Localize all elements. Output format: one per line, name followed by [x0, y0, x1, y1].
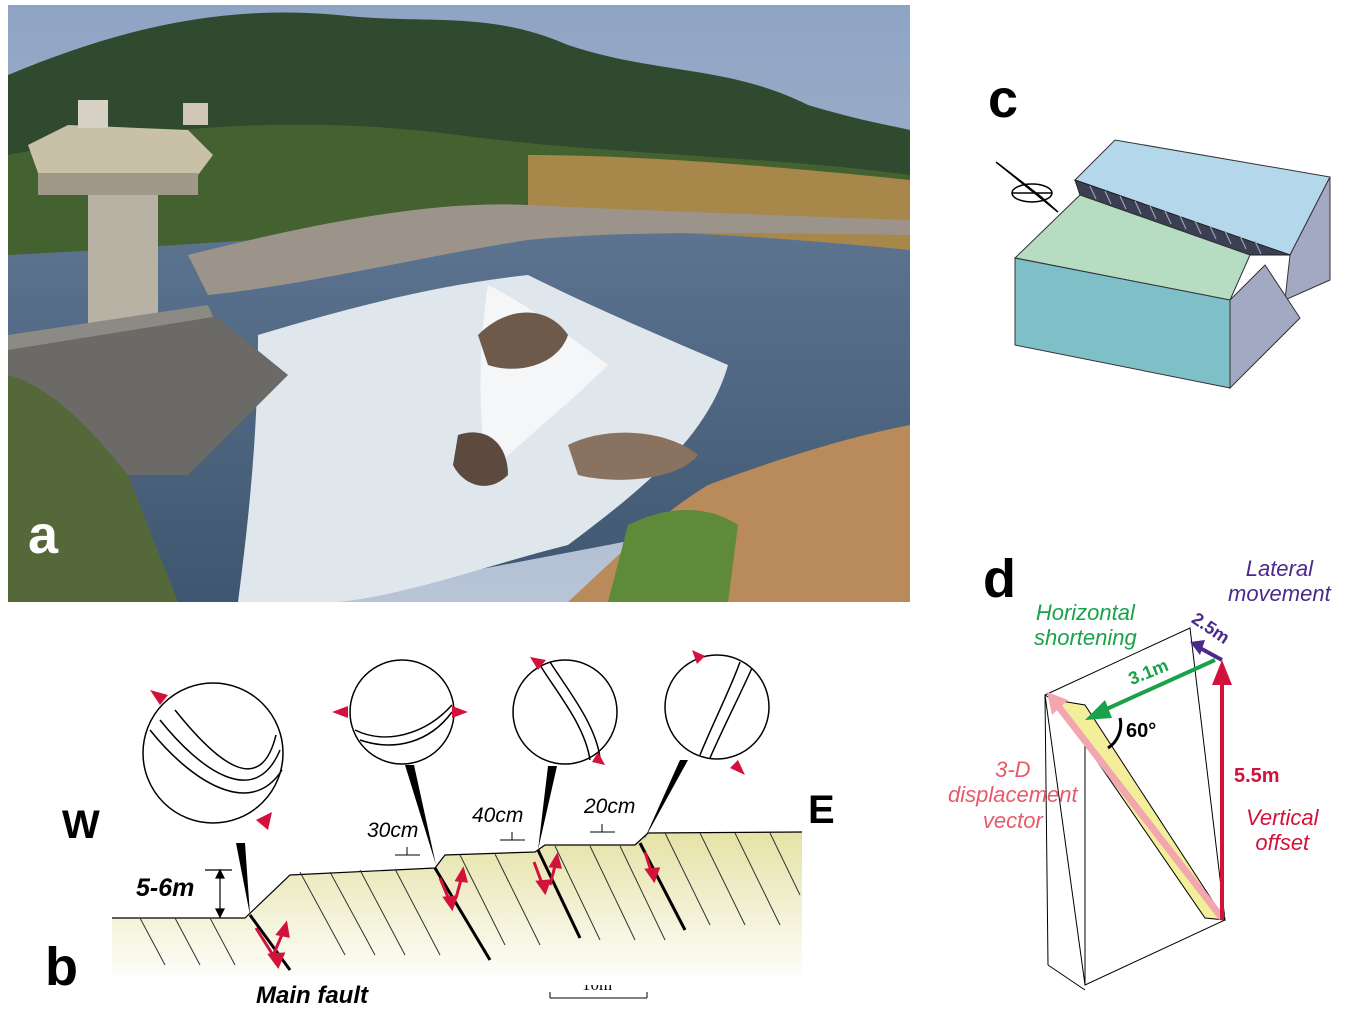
fault-line-1	[433, 867, 492, 961]
angle-arc	[1107, 717, 1123, 750]
stereonet-2	[349, 659, 455, 765]
scarp-height-label: 5-6m	[136, 874, 195, 902]
displacement-arrow	[1052, 699, 1225, 921]
pointer-2	[405, 765, 436, 865]
cross-section-diagram	[112, 650, 803, 999]
stereonet-1	[142, 682, 284, 824]
lateral-arrow	[1199, 646, 1223, 662]
east-label: E	[808, 788, 835, 832]
offset-label-1: 30cm	[367, 819, 419, 842]
photo-collapsed-bridge-waterfall	[8, 5, 910, 602]
panel-label-d: d	[983, 549, 1016, 609]
panel-label-a: a	[28, 505, 59, 565]
shortening-arrow	[1099, 658, 1216, 714]
compass-icon	[995, 161, 1059, 213]
hanging-wall-side	[1284, 176, 1331, 301]
fault-line-2	[536, 849, 582, 939]
pointer-3	[538, 766, 557, 850]
fault-block-diagram	[995, 139, 1331, 390]
pointer-4	[644, 760, 688, 840]
offset-label-2: 40cm	[472, 804, 524, 827]
ground-surface	[112, 831, 803, 919]
strata-body	[112, 832, 802, 985]
offset-label-3: 20cm	[584, 795, 636, 818]
panel-label-b: b	[45, 937, 78, 997]
vertical-value: 5.5m	[1234, 765, 1280, 787]
displacement-vector-diagram	[1044, 627, 1232, 991]
pointer-1	[236, 843, 250, 915]
west-label: W	[62, 803, 100, 847]
panel-label-c: c	[988, 69, 1019, 129]
main-fault-label: Main fault	[256, 982, 368, 1009]
footwall-side	[1229, 264, 1301, 390]
stereonet-4	[664, 654, 770, 760]
angle-value: 60°	[1126, 720, 1157, 742]
stereonet-3	[512, 659, 618, 765]
main-fault-line	[248, 914, 292, 971]
